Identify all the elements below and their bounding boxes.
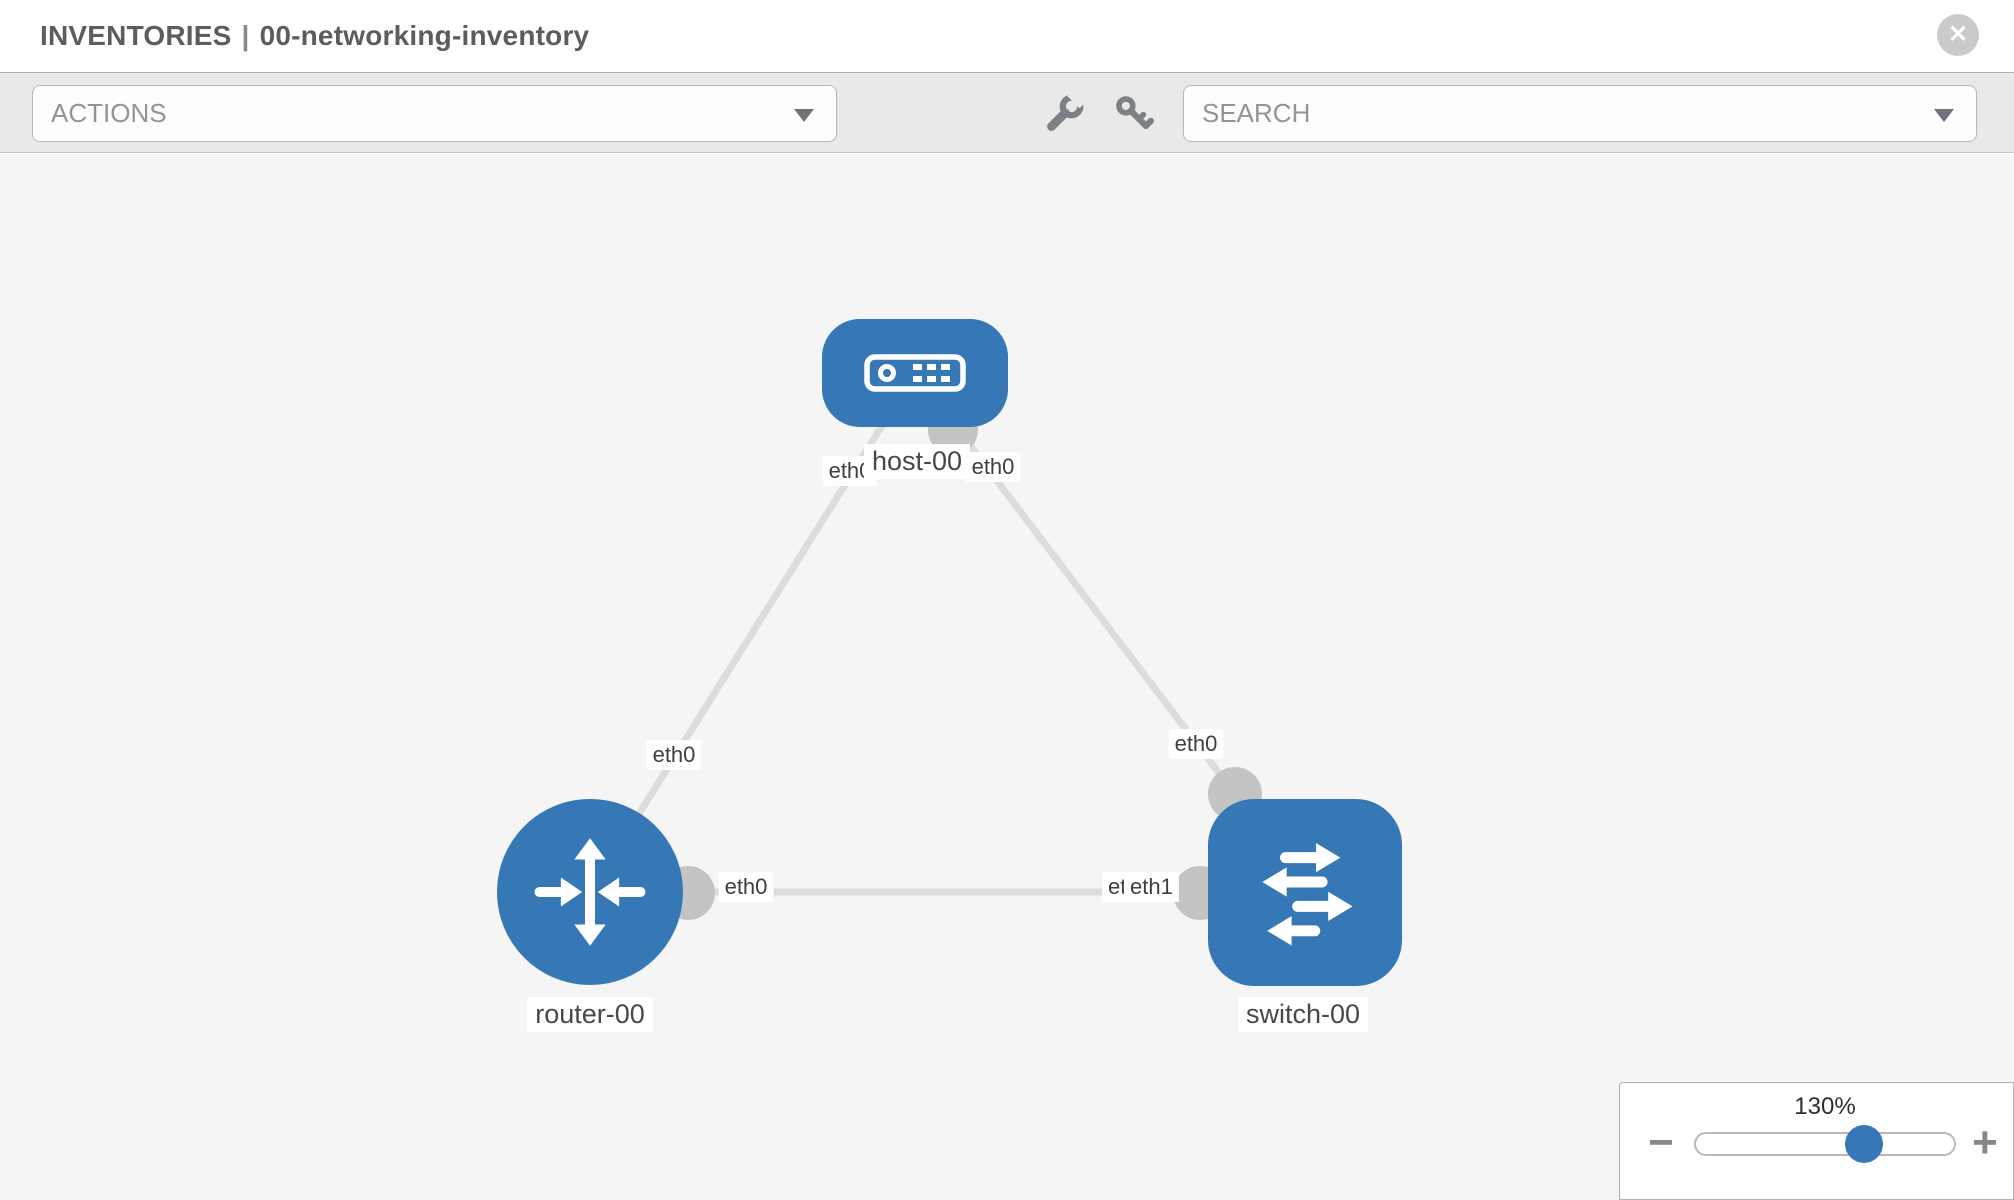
page-title-separator: | [241,20,250,51]
page-title: INVENTORIES | 00-networking-inventory [40,20,589,52]
close-button[interactable]: ✕ [1937,14,1979,56]
page-title-secondary: 00-networking-inventory [259,20,590,51]
iface-label-switch-eth1: eth1 [1124,872,1179,902]
actions-dropdown-label: ACTIONS [51,98,167,128]
actions-dropdown[interactable]: ACTIONS [32,85,837,142]
search-dropdown[interactable]: SEARCH [1183,85,1977,142]
iface-label-router-eth0: eth0 [718,872,774,902]
topology-canvas[interactable]: host-00 router-00 switch-00 eth0 eth0 et… [0,154,2014,1200]
node-switch-00[interactable] [1208,799,1402,986]
iface-label-switch-eth0-uplink: eth0 [1168,729,1224,759]
node-label-switch: switch-00 [1237,997,1369,1032]
node-router-00[interactable] [497,799,683,985]
zoom-out-button[interactable]: − [1648,1118,1674,1167]
node-label-host: host-00 [863,444,971,479]
configure-button[interactable] [1044,87,1089,134]
zoom-level-value: 130% [1794,1093,1856,1120]
links-layer [587,370,1305,920]
key-button[interactable] [1114,94,1154,134]
zoom-slider-track[interactable] [1694,1132,1956,1156]
node-host-00[interactable] [822,319,1008,427]
search-dropdown-label: SEARCH [1202,98,1311,128]
close-icon: ✕ [1947,21,1969,48]
chevron-down-icon [794,109,814,122]
iface-label-router-eth0-uplink: eth0 [646,740,702,770]
page-title-primary: INVENTORIES [40,20,232,51]
zoom-control-panel: 130% − + [1619,1082,2014,1200]
zoom-slider-thumb[interactable] [1845,1125,1883,1163]
toolbar: ACTIONS SEARCH [0,72,2014,153]
zoom-in-button[interactable]: + [1972,1118,1998,1167]
host-icon [864,354,966,392]
wrench-icon [1047,87,1089,131]
chevron-down-icon [1934,109,1954,122]
header: INVENTORIES | 00-networking-inventory ✕ [0,0,2014,72]
key-icon [1116,96,1154,129]
node-label-router: router-00 [527,997,653,1032]
router-icon [534,838,646,946]
iface-label-host-eth0-right: eth0 [965,452,1021,482]
switch-icon [1262,842,1353,945]
